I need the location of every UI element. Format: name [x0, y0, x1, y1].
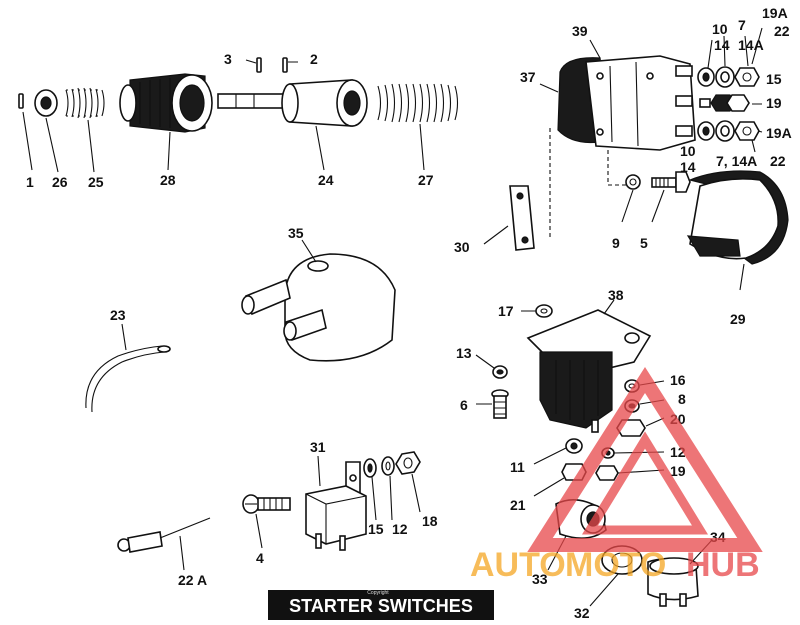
part-31-relay — [305, 461, 367, 551]
label-12: 12 — [392, 521, 408, 537]
part-5-bolt — [651, 171, 691, 193]
label-37: 37 — [520, 69, 536, 85]
label-22A: 22 A — [178, 572, 207, 588]
diagram-title: STARTER SWITCHES — [289, 596, 473, 616]
label-15: 15 — [368, 521, 384, 537]
watermark-brand-right: HUB — [686, 546, 760, 584]
solenoid-hardware-mid — [699, 94, 750, 112]
label-16: 16 — [670, 372, 686, 388]
label-19A-mid: 19A — [766, 125, 792, 141]
part-18-nut — [395, 451, 421, 475]
label-22-bottom: 22 — [770, 153, 786, 169]
watermark-triangle-inner — [581, 431, 709, 535]
label-5: 5 — [640, 235, 648, 251]
part-6-screw — [491, 389, 509, 419]
label-2: 2 — [310, 51, 318, 67]
label-14-top: 14 — [714, 37, 730, 53]
label-10-top: 10 — [712, 21, 728, 37]
label-1: 1 — [26, 174, 34, 190]
label-17: 17 — [498, 303, 514, 319]
part-38-relay — [526, 309, 652, 433]
part-30-bracket — [509, 185, 535, 251]
part-29-cover — [686, 170, 789, 265]
label-38: 38 — [608, 287, 624, 303]
label-19-mid: 19 — [766, 95, 782, 111]
watermark-triangle-outer — [527, 366, 763, 552]
label-21: 21 — [510, 497, 526, 513]
part-23-wire — [85, 345, 171, 413]
label-14-bottom: 14 — [680, 159, 696, 175]
part-3-pin — [256, 57, 262, 73]
copyright-text: Copyright — [367, 590, 389, 596]
label-30: 30 — [454, 239, 470, 255]
label-19-relay: 19 — [670, 463, 686, 479]
label-10-bottom: 10 — [680, 143, 696, 159]
label-3: 3 — [224, 51, 232, 67]
label-25: 25 — [88, 174, 104, 190]
label-8: 8 — [678, 391, 686, 407]
alignment-line-solenoid — [549, 128, 630, 240]
label-24: 24 — [318, 172, 334, 188]
label-9: 9 — [612, 235, 620, 251]
label-11: 11 — [510, 459, 525, 475]
label-4: 4 — [256, 550, 264, 566]
part-4-screw — [242, 494, 291, 514]
label-23: 23 — [110, 307, 126, 323]
label-32: 32 — [574, 605, 590, 621]
part-17-washer — [535, 304, 553, 318]
part-9-washer — [625, 174, 641, 190]
label-7-top: 7 — [738, 17, 746, 33]
watermark-brand-left: AUTO — [470, 546, 566, 584]
label-18: 18 — [422, 513, 438, 529]
label-27: 27 — [418, 172, 434, 188]
label-22-top: 22 — [774, 23, 790, 39]
watermark-logo: AUTO MOTO HUB — [470, 366, 763, 584]
solenoid-hardware-bottom — [697, 120, 760, 142]
solenoid-hardware-top — [697, 66, 760, 88]
part-35-cap — [241, 253, 396, 362]
label-14A-top: 14A — [738, 37, 764, 53]
label-29: 29 — [730, 311, 746, 327]
part-25-spring — [65, 87, 105, 119]
label-39: 39 — [572, 23, 588, 39]
label-28: 28 — [160, 172, 176, 188]
label-13: 13 — [456, 345, 472, 361]
watermark-brand-mid: MOTO — [565, 546, 666, 584]
part-12-washer — [381, 456, 395, 476]
part-13-washer — [492, 365, 508, 379]
part-labels: 1 26 25 28 3 2 24 27 39 37 10 7 19A 22 1… — [26, 5, 792, 621]
title-box: STARTER SWITCHES Copyright — [268, 590, 494, 620]
part-24-plunger — [217, 79, 368, 127]
part-39-solenoid — [557, 55, 696, 151]
part-28-knob — [119, 73, 213, 133]
part-34-switch — [647, 557, 699, 607]
leader-lines — [22, 27, 763, 607]
part-26-washer — [34, 89, 58, 117]
part-1-pin — [18, 93, 24, 109]
label-31: 31 — [310, 439, 326, 455]
part-22A-rivet — [117, 517, 211, 553]
part-15-washer — [363, 458, 377, 478]
label-35: 35 — [288, 225, 304, 241]
label-15-top: 15 — [766, 71, 782, 87]
label-26: 26 — [52, 174, 68, 190]
label-7-14A-bottom: 7, 14A — [716, 153, 757, 169]
part-27-spring — [377, 83, 459, 123]
label-33: 33 — [532, 571, 548, 587]
part-2-pin — [282, 57, 288, 73]
label-19A-top: 19A — [762, 5, 788, 21]
label-6: 6 — [460, 397, 468, 413]
